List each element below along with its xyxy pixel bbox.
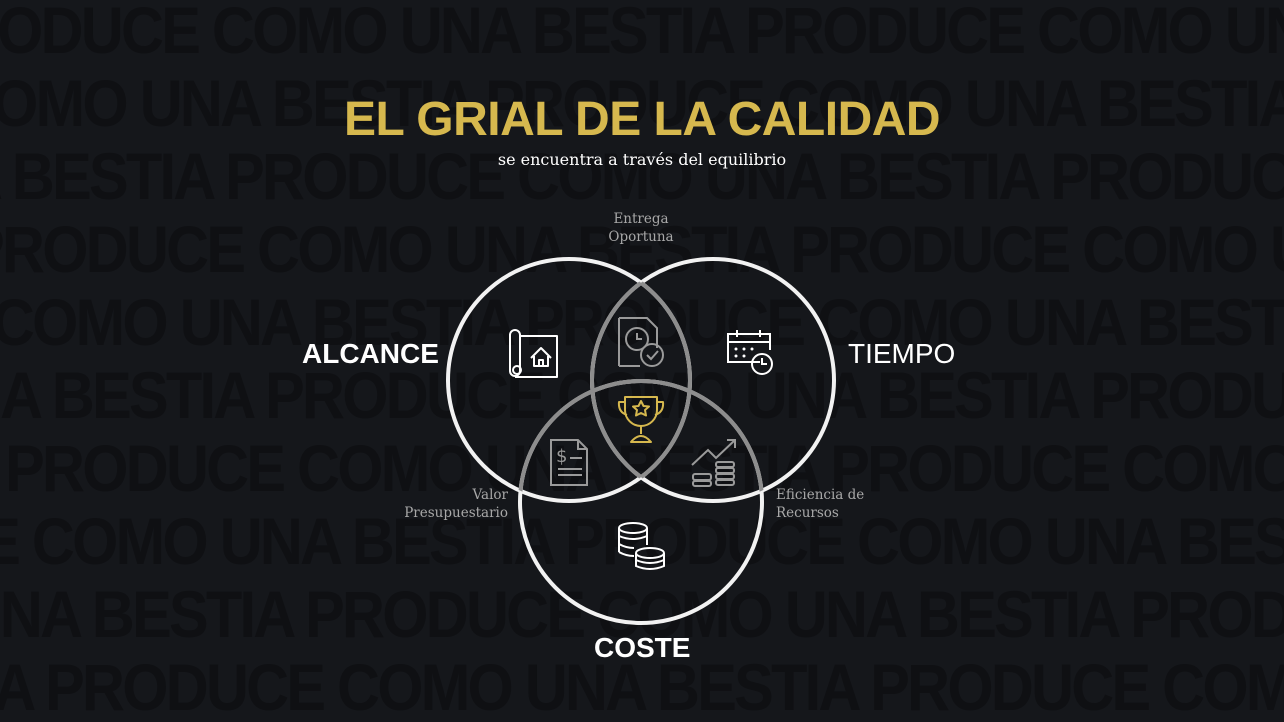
svg-text:$: $: [556, 446, 567, 467]
label-line: Entrega: [613, 211, 669, 227]
watermark-row: PRODUCE COMO UNA BESTIA PRODUCE COMO UNA…: [0, 504, 1284, 578]
calendar-clock-icon: [727, 330, 773, 375]
time-label: TIEMPO: [848, 338, 956, 369]
watermark-row: PRODUCE COMO UNA BESTIA PRODUCE COMO UNA…: [0, 431, 1284, 505]
watermark-row: PRODUCE COMO UNA BESTIA PRODUCE COMO UNA…: [0, 285, 1284, 359]
watermark-row: PRODUCE COMO UNA BESTIA PRODUCE COMO UNA…: [0, 66, 1284, 140]
watermark-row: PRODUCE COMO UNA BESTIA PRODUCE COMO UNA…: [0, 650, 1284, 722]
page-subtitle: se encuentra a través del equilibrio: [497, 150, 787, 169]
blueprint-house-icon: [509, 329, 558, 378]
watermark-row: PRODUCE COMO UNA BESTIA PRODUCE COMO UNA…: [0, 577, 1284, 651]
growth-coins-icon: [691, 439, 736, 487]
document-clock-check-icon: [618, 317, 664, 367]
invoice-dollar-icon: $: [550, 439, 588, 486]
budget-value-label: Valor Presupuestario: [360, 486, 508, 522]
label-line: Valor: [472, 487, 508, 503]
watermark-row: PRODUCE COMO UNA BESTIA PRODUCE COMO UNA…: [0, 358, 1284, 432]
label-line: Presupuestario: [404, 505, 508, 521]
resource-efficiency-label: Eficiencia de Recursos: [776, 486, 936, 522]
trophy-star-icon: [617, 396, 665, 443]
label-line: Oportuna: [608, 229, 674, 245]
label-line: Recursos: [776, 505, 839, 521]
page-title: EL GRIAL DE LA CALIDAD: [343, 93, 941, 146]
watermark-row: PRODUCE COMO UNA BESTIA PRODUCE COMO UNA…: [0, 0, 1284, 67]
coin-stack-icon: [618, 522, 665, 570]
watermark-row: PRODUCE COMO UNA BESTIA PRODUCE COMO UNA…: [0, 212, 1284, 286]
label-line: Eficiencia de: [776, 487, 865, 503]
watermark-row: PRODUCE COMO UNA BESTIA PRODUCE COMO UNA…: [0, 139, 1284, 213]
cost-label: COSTE: [594, 632, 691, 663]
timely-delivery-label: Entrega Oportuna: [580, 210, 702, 246]
scope-label: ALCANCE: [302, 338, 439, 369]
